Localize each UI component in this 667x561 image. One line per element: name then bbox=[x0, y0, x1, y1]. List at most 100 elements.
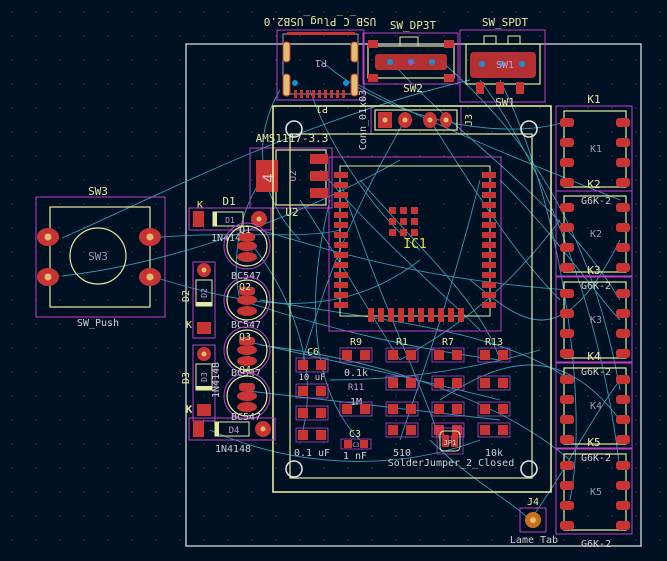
relay-pad[interactable] bbox=[616, 521, 630, 530]
relay-k3[interactable]: K3 K3 G6K-2 bbox=[581, 264, 611, 378]
j4-tab-footprint[interactable]: J4 Lame Tab bbox=[510, 497, 558, 546]
resistor-pad[interactable] bbox=[480, 350, 490, 360]
cap-pad[interactable] bbox=[298, 360, 308, 370]
ic1-pad[interactable] bbox=[334, 252, 348, 258]
ic1-pad[interactable] bbox=[482, 232, 496, 238]
cap-pad[interactable] bbox=[298, 386, 308, 396]
ic1-pad[interactable] bbox=[334, 292, 348, 298]
resistor-pad[interactable] bbox=[388, 350, 398, 360]
usb-c-footprint[interactable]: USB_C_Plug_USB2.0 P1 P1 bbox=[264, 15, 377, 114]
relay-pad[interactable] bbox=[560, 203, 574, 212]
relay-pad[interactable] bbox=[560, 158, 574, 167]
resistor-pad[interactable] bbox=[388, 425, 398, 435]
ic1-pad[interactable] bbox=[334, 242, 348, 248]
relay-pad[interactable] bbox=[616, 309, 630, 318]
relay-pad[interactable] bbox=[616, 395, 630, 404]
d2-diode-footprint[interactable]: D2 K D2 bbox=[181, 261, 216, 339]
sw2-footprint[interactable]: SW_DP3T + SW2 bbox=[362, 19, 459, 95]
ic1-pad[interactable] bbox=[418, 308, 424, 322]
sw3-footprint[interactable]: SW3 SW3 SW_Push bbox=[35, 185, 166, 329]
relay-pad[interactable] bbox=[560, 138, 574, 147]
relay-pad[interactable] bbox=[560, 481, 574, 490]
relay-pad[interactable] bbox=[616, 329, 630, 338]
relay-pad[interactable] bbox=[560, 289, 574, 298]
relay-pad[interactable] bbox=[560, 435, 574, 444]
q4-transistor-footprint[interactable]: Q4 BC547 bbox=[223, 365, 271, 423]
d3-diode-footprint[interactable]: D3 K D3 1N4148 bbox=[181, 344, 222, 422]
ic1-pad[interactable] bbox=[482, 192, 496, 198]
resistor-pad[interactable] bbox=[452, 378, 462, 388]
ic1-pad[interactable] bbox=[482, 202, 496, 208]
cap-pad[interactable] bbox=[298, 408, 308, 418]
resistor-pad[interactable] bbox=[360, 350, 370, 360]
resistor-pad[interactable] bbox=[434, 350, 444, 360]
resistor-pad[interactable] bbox=[434, 425, 444, 435]
ic1-pad[interactable] bbox=[482, 272, 496, 278]
relay-pad[interactable] bbox=[616, 289, 630, 298]
relay-pad[interactable] bbox=[616, 375, 630, 384]
relay-pad[interactable] bbox=[560, 375, 574, 384]
ic1-pad[interactable] bbox=[482, 172, 496, 178]
passives-block[interactable]: C6 10 uF 0.1 uF R9 0.1k R11 1M R1 R7 R13… bbox=[294, 337, 514, 469]
ic1-pad[interactable] bbox=[482, 252, 496, 258]
ic1-pad[interactable] bbox=[408, 308, 414, 322]
relay-pad[interactable] bbox=[616, 435, 630, 444]
ic1-pad[interactable] bbox=[398, 308, 404, 322]
resistor-pad[interactable] bbox=[342, 350, 352, 360]
ic1-pad[interactable] bbox=[334, 182, 348, 188]
cap-pad[interactable] bbox=[316, 408, 326, 418]
relay-pad[interactable] bbox=[560, 415, 574, 424]
resistor-pad[interactable] bbox=[434, 404, 444, 414]
relay-pad[interactable] bbox=[616, 263, 630, 272]
resistor-pad[interactable] bbox=[406, 350, 416, 360]
resistor-pad[interactable] bbox=[406, 425, 416, 435]
relay-pad[interactable] bbox=[616, 118, 630, 127]
relay-pad[interactable] bbox=[560, 501, 574, 510]
ic1-pad[interactable] bbox=[482, 242, 496, 248]
d4-diode-footprint[interactable]: K D4 1N4148 bbox=[186, 404, 276, 455]
ic1-pad[interactable] bbox=[334, 172, 348, 178]
relay-pad[interactable] bbox=[560, 243, 574, 252]
cap-pad[interactable] bbox=[316, 360, 326, 370]
resistor-pad[interactable] bbox=[452, 404, 462, 414]
ic1-pad[interactable] bbox=[448, 308, 454, 322]
cap-pad[interactable] bbox=[316, 430, 326, 440]
q2-transistor-footprint[interactable]: Q2 BC547 bbox=[223, 276, 271, 331]
relay-k2[interactable]: K2 K2 G6K-2 bbox=[581, 178, 611, 292]
relay-k1[interactable]: K1 K1 G6K-2 bbox=[581, 93, 611, 207]
ic1-pad[interactable] bbox=[334, 232, 348, 238]
sw1-footprint[interactable]: SW_SPDT SW1 SW1 bbox=[459, 16, 546, 109]
relay-pad[interactable] bbox=[560, 329, 574, 338]
resistor-pad[interactable] bbox=[406, 404, 416, 414]
resistor-pad[interactable] bbox=[434, 378, 444, 388]
ic1-pad[interactable] bbox=[482, 262, 496, 268]
resistor-pad[interactable] bbox=[498, 378, 508, 388]
ic1-pad[interactable] bbox=[334, 282, 348, 288]
relay-pad[interactable] bbox=[616, 461, 630, 470]
ic1-pad[interactable] bbox=[334, 212, 348, 218]
ic1-pad[interactable] bbox=[482, 282, 496, 288]
ic1-pad[interactable] bbox=[482, 182, 496, 188]
cap-pad[interactable] bbox=[298, 430, 308, 440]
ic1-pad[interactable] bbox=[482, 302, 496, 308]
relay-pad[interactable] bbox=[560, 395, 574, 404]
resistor-pad[interactable] bbox=[360, 404, 370, 414]
relay-pad[interactable] bbox=[616, 349, 630, 358]
j3-connector-footprint[interactable]: Conn_01x03 J3 bbox=[358, 90, 475, 150]
ic1-pad[interactable] bbox=[388, 308, 394, 322]
resistor-pad[interactable] bbox=[388, 378, 398, 388]
cap-pad[interactable] bbox=[316, 386, 326, 396]
relay-pad[interactable] bbox=[616, 415, 630, 424]
ic1-pad[interactable] bbox=[482, 292, 496, 298]
relay-pad[interactable] bbox=[560, 263, 574, 272]
relay-k4[interactable]: K4 K4 G6K-2 bbox=[581, 350, 611, 464]
ic1-pad[interactable] bbox=[482, 212, 496, 218]
ic1-pad[interactable] bbox=[334, 302, 348, 308]
relay-pad[interactable] bbox=[616, 203, 630, 212]
ic1-pad[interactable] bbox=[334, 222, 348, 228]
resistor-pad[interactable] bbox=[480, 404, 490, 414]
resistor-pad[interactable] bbox=[498, 350, 508, 360]
ic1-pad[interactable] bbox=[334, 272, 348, 278]
relay-pad[interactable] bbox=[616, 481, 630, 490]
